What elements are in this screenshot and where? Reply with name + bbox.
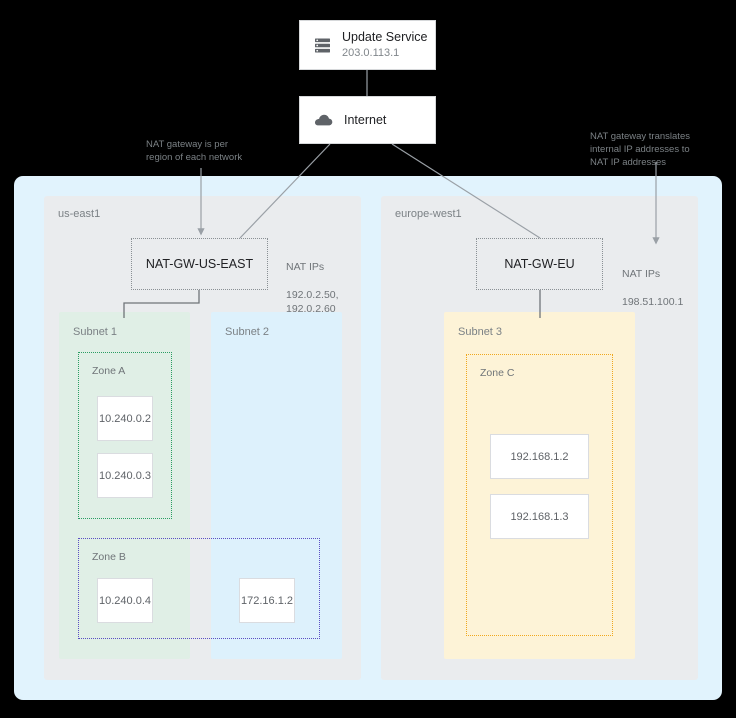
- zone-a: Zone A: [78, 352, 172, 519]
- subnet-label-3: Subnet 3: [458, 326, 503, 338]
- zone-b: Zone B: [78, 538, 320, 639]
- nat-gateway-eu[interactable]: NAT-GW-EU: [476, 238, 603, 290]
- instance-ip-box[interactable]: 10.240.0.4: [97, 578, 153, 623]
- cloud-icon: [315, 114, 333, 126]
- nat-ips-label-eu: NAT IPs: [622, 268, 661, 280]
- nat-ips-us-east: NAT IPs 192.0.2.50, 192.0.2.60: [286, 246, 339, 316]
- instance-ip-box[interactable]: 10.240.0.2: [97, 396, 153, 441]
- zone-label-b: Zone B: [92, 551, 126, 563]
- region-label-europe-west1: europe-west1: [395, 208, 462, 220]
- instance-ip-box[interactable]: 192.168.1.3: [490, 494, 589, 539]
- zone-c: Zone C: [466, 354, 613, 636]
- update-service-node[interactable]: Update Service 203.0.113.1: [299, 20, 436, 70]
- instance-ip-box[interactable]: 172.16.1.2: [239, 578, 295, 623]
- internet-label: Internet: [344, 113, 387, 127]
- update-service-ip: 203.0.113.1: [342, 47, 400, 59]
- region-label-us-east1: us-east1: [58, 208, 101, 220]
- server-stack-icon: [315, 38, 330, 52]
- annotation-nat-per-region: NAT gateway is per region of each networ…: [146, 139, 243, 163]
- nat-gateway-us-east[interactable]: NAT-GW-US-EAST: [131, 238, 268, 290]
- subnet-3: Subnet 3: [444, 312, 635, 659]
- nat-ips-label-us: NAT IPs: [286, 261, 325, 273]
- annotation-nat-translates: NAT gateway translates internal IP addre…: [590, 131, 690, 168]
- instance-ip-box[interactable]: 10.240.0.3: [97, 453, 153, 498]
- subnet-label-1: Subnet 1: [73, 326, 118, 338]
- internet-node[interactable]: Internet: [299, 96, 436, 144]
- zone-label-a: Zone A: [92, 365, 126, 377]
- nat-ips-eu: NAT IPs 198.51.100.1: [622, 253, 683, 309]
- nat-ips-value-eu: 198.51.100.1: [622, 296, 684, 308]
- instance-ip-box[interactable]: 192.168.1.2: [490, 434, 589, 479]
- zone-label-c: Zone C: [480, 367, 515, 379]
- update-service-title: Update Service: [342, 30, 428, 44]
- subnet-label-2: Subnet 2: [225, 326, 270, 338]
- nat-ips-value-us: 192.0.2.50, 192.0.2.60: [286, 289, 339, 315]
